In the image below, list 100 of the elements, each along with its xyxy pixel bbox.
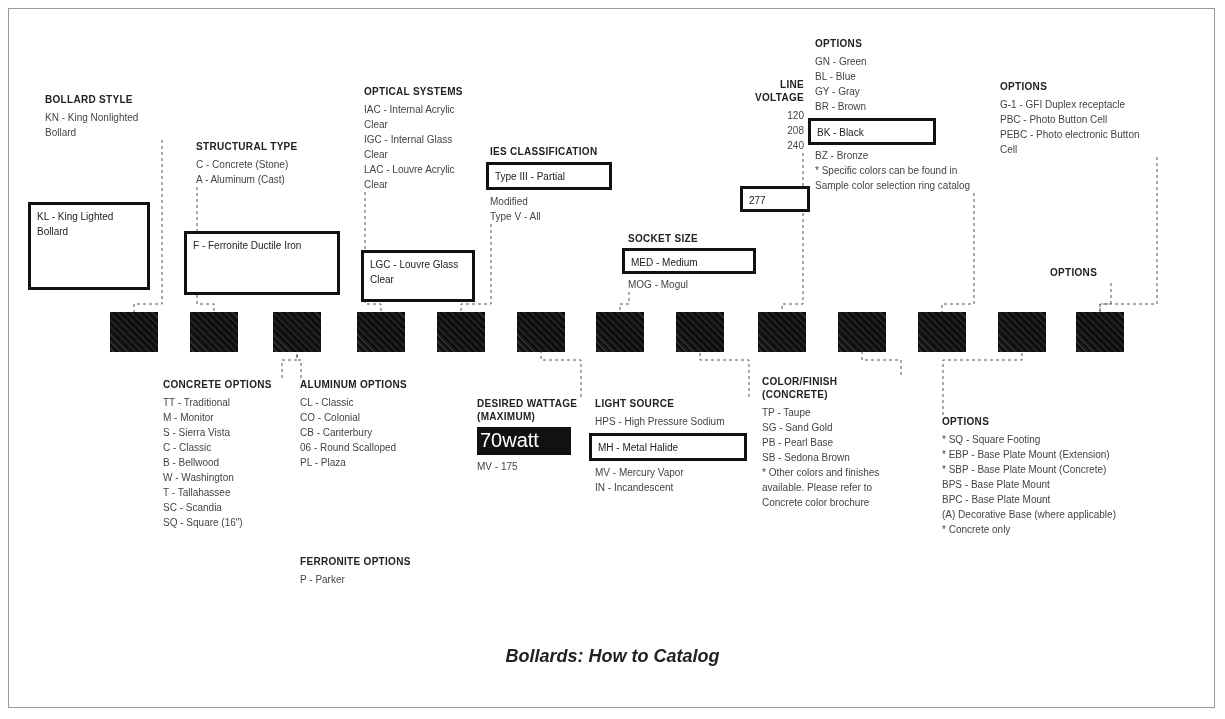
option-item: BK - Black	[817, 125, 865, 140]
option-item: * Other colors and finishes available. Please refer to Concrete color brochure	[762, 466, 881, 510]
option-item: BR - Brown	[815, 100, 868, 114]
option-item: CB - Canterbury	[300, 426, 374, 440]
selection-box	[28, 202, 150, 290]
option-item: BPC - Base Plate Mount	[942, 493, 1052, 507]
option-item: M - Monitor	[163, 411, 215, 425]
selection-box	[808, 117, 936, 145]
option-item: CO - Colonial	[300, 411, 362, 425]
leader-line	[619, 291, 630, 313]
option-item: KL - King Lighted Bollard	[37, 210, 115, 239]
leader-line	[941, 192, 975, 313]
option-item: 240	[786, 139, 804, 153]
option-item: SG - Sand Gold	[762, 421, 834, 435]
group-heading: OPTIONS	[815, 37, 864, 50]
option-item: B - Bellwood	[163, 456, 221, 470]
option-item: * SQ - Square Footing	[942, 433, 1042, 447]
group-heading: LIGHT SOURCE	[595, 397, 676, 410]
code-block	[918, 312, 966, 352]
option-item: C - Concrete (Stone)	[196, 158, 290, 172]
code-block	[1076, 312, 1124, 352]
group-heading: IES CLASSIFICATION	[490, 145, 599, 158]
option-item: S - Sierra Vista	[163, 426, 232, 440]
group-heading: DESIRED WATTAGE (MAXIMUM)	[477, 397, 579, 423]
option-item: Modified	[490, 195, 529, 209]
option-item: 277	[749, 194, 767, 208]
group-heading: LINE VOLTAGE	[754, 78, 804, 104]
leader-line	[942, 351, 1023, 416]
option-item: Type V - All	[490, 210, 542, 224]
leader-line	[699, 351, 750, 398]
option-item: TP - Taupe	[762, 406, 812, 420]
option-item: GN - Green	[815, 55, 868, 69]
option-item: TT - Traditional	[163, 396, 232, 410]
option-item: T - Tallahassee	[163, 486, 232, 500]
leader-line	[460, 223, 492, 313]
code-block	[758, 312, 806, 352]
group-heading: ALUMINUM OPTIONS	[300, 378, 409, 391]
option-item: IGC - Internal Glass Clear	[364, 133, 454, 162]
code-block	[190, 312, 238, 352]
code-block	[998, 312, 1046, 352]
option-item: 06 - Round Scalloped	[300, 441, 398, 455]
option-item: MOG - Mogul	[628, 278, 689, 292]
selection-box	[486, 162, 612, 190]
group-heading: OPTIONS	[1000, 80, 1049, 93]
leader-line	[1099, 282, 1112, 313]
option-item: MV - Mercury Vapor	[595, 466, 685, 480]
leader-line	[281, 351, 298, 379]
option-item: BZ - Bronze	[815, 149, 870, 163]
code-block	[357, 312, 405, 352]
option-item: * EBP - Base Plate Mount (Extension)	[942, 448, 1111, 462]
option-item: SB - Sedona Brown	[762, 451, 851, 465]
selection-box	[589, 433, 747, 461]
code-block	[517, 312, 565, 352]
leader-line	[861, 351, 902, 376]
option-item: 120	[786, 109, 804, 123]
option-item: C - Classic	[163, 441, 213, 455]
group-heading: SOCKET SIZE	[628, 232, 699, 245]
leader-line	[1099, 156, 1158, 313]
selection-box	[361, 250, 475, 302]
option-item: IAC - Internal Acrylic Clear	[364, 103, 456, 132]
option-item: HPS - High Pressure Sodium	[595, 415, 726, 429]
option-item: * SBP - Base Plate Mount (Concrete)	[942, 463, 1108, 477]
group-heading: OPTIONS	[1050, 266, 1099, 279]
group-heading: COLOR/FINISH (CONCRETE)	[762, 375, 839, 401]
option-item: PL - Plaza	[300, 456, 347, 470]
option-item: SQ - Square (16")	[163, 516, 244, 530]
option-item: A - Aluminum (Cast)	[196, 173, 286, 187]
selection-box	[622, 248, 756, 274]
code-block	[676, 312, 724, 352]
group-heading: FERRONITE OPTIONS	[300, 555, 412, 568]
option-item: * Concrete only	[942, 523, 1012, 537]
group-heading: STRUCTURAL TYPE	[196, 140, 299, 153]
option-item: MED - Medium	[631, 256, 699, 270]
group-heading: OPTICAL SYSTEMS	[364, 85, 464, 98]
code-block	[273, 312, 321, 352]
group-heading: CONCRETE OPTIONS	[163, 378, 273, 391]
option-item: W - Washington	[163, 471, 235, 485]
option-item: CL - Classic	[300, 396, 355, 410]
option-item: (A) Decorative Base (where applicable)	[942, 508, 1117, 522]
group-heading: OPTIONS	[942, 415, 991, 428]
option-item: BPS - Base Plate Mount	[942, 478, 1051, 492]
selection-box	[184, 231, 340, 295]
wattage-box	[477, 427, 571, 455]
option-item: PB - Pearl Base	[762, 436, 835, 450]
code-block	[437, 312, 485, 352]
option-item: P - Parker	[300, 573, 346, 587]
option-item: IN - Incandescent	[595, 481, 675, 495]
option-item: MH - Metal Halide	[598, 441, 680, 455]
option-item: MV - 175	[477, 460, 519, 474]
code-block	[838, 312, 886, 352]
option-item: KN - King Nonlighted Bollard	[45, 111, 140, 140]
wattage-value: 70watt	[480, 428, 540, 453]
option-item: Type III - Partial	[495, 170, 567, 184]
caption: Bollards: How to Catalog	[504, 646, 721, 667]
code-block	[596, 312, 644, 352]
leader-line	[133, 139, 163, 313]
option-item: PBC - Photo Button Cell	[1000, 113, 1109, 127]
option-item: * Specific colors can be found in Sample color selection ring catalog	[815, 164, 972, 193]
option-item: 208	[786, 124, 804, 138]
option-item: G-1 - GFI Duplex receptacle	[1000, 98, 1127, 112]
